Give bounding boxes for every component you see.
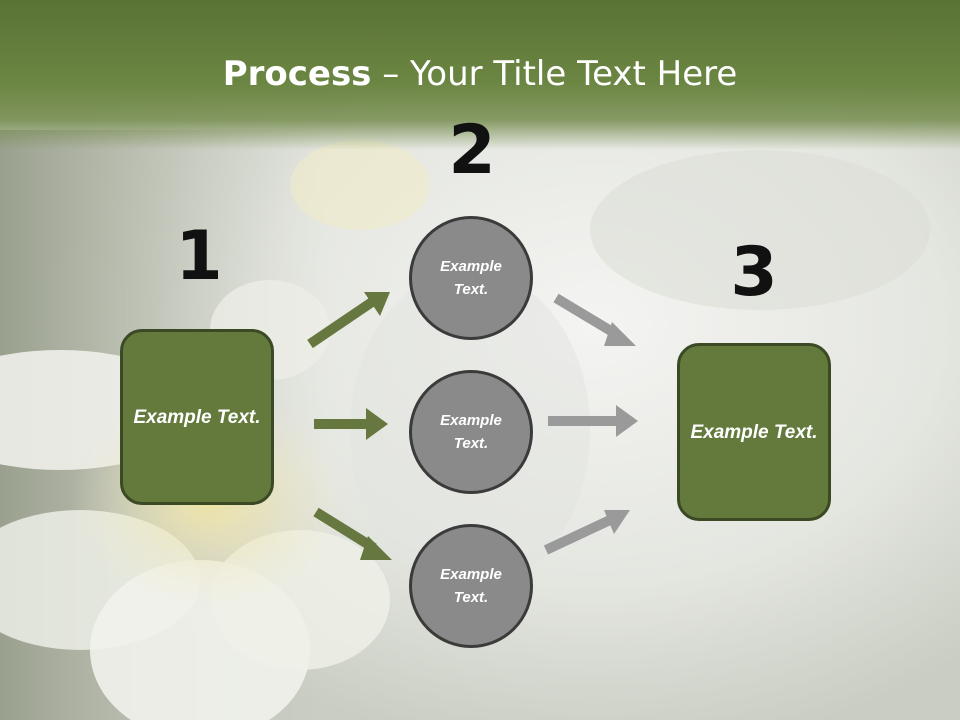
circle-2-label: Example Text. [440, 412, 502, 452]
title-bold: Process [222, 54, 372, 94]
circle-1-label: Example Text. [440, 258, 502, 298]
circle-3: Example Text. [409, 524, 533, 648]
step-number-1: 1 [175, 217, 223, 296]
title-band [0, 0, 960, 150]
slide-title: Process – Your Title Text Here [0, 52, 960, 96]
step-number-3: 3 [730, 233, 778, 312]
step-1-box: Example Text. [120, 329, 274, 505]
arrow-from-circle-2 [548, 405, 638, 437]
circle-3-label: Example Text. [440, 566, 502, 606]
circle-2: Example Text. [409, 370, 533, 494]
step-3-box: Example Text. [677, 343, 831, 521]
step-1-label: Example Text. [133, 406, 261, 428]
step-3-label: Example Text. [690, 421, 818, 443]
arrow-to-circle-2 [314, 408, 388, 440]
step-number-2: 2 [448, 111, 496, 190]
circle-1: Example Text. [409, 216, 533, 340]
arrow-to-circle-1 [307, 292, 390, 349]
arrow-from-circle-1 [553, 293, 636, 346]
arrow-from-circle-3 [543, 510, 630, 555]
arrow-to-circle-3 [313, 507, 392, 560]
title-rest: – Your Title Text Here [371, 54, 738, 94]
